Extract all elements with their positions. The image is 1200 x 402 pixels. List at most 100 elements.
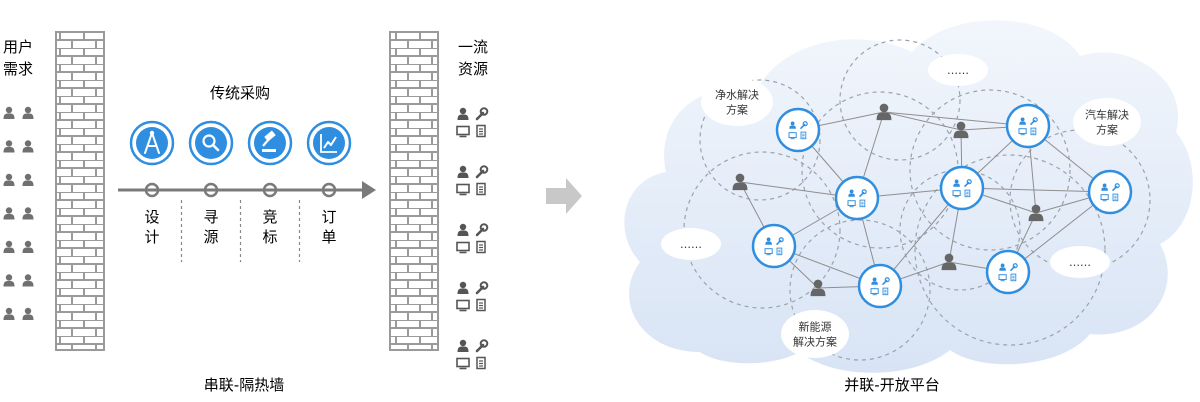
network-person-icon: [810, 279, 826, 297]
step-icon-fill: [136, 127, 168, 159]
resource-group: [456, 165, 489, 196]
wrench-icon: [1030, 117, 1038, 125]
resources-label-line2: 资源: [458, 60, 488, 78]
document-icon: [476, 356, 486, 370]
step-label: 单: [321, 228, 336, 246]
bubble-label: 新能源: [799, 320, 832, 334]
person-icon: [457, 165, 469, 178]
document-icon: [776, 247, 783, 256]
step-icon-fill: [195, 127, 227, 159]
network-person-nodes: [732, 103, 1044, 297]
document-icon: [882, 287, 889, 296]
parallel-caption: 并联-开放平台: [844, 376, 939, 394]
wrench-icon: [800, 121, 808, 129]
bubble-dots-left: ……: [661, 228, 721, 260]
users-label-line2: 需求: [3, 60, 33, 78]
community-circle: [683, 151, 841, 309]
process-title: 传统采购: [210, 84, 270, 102]
bubble-label: ……: [947, 64, 969, 77]
monitor-icon: [456, 299, 470, 312]
user-demand-icons: [3, 106, 34, 320]
user-icon: [22, 307, 34, 320]
step-label: 标: [262, 228, 277, 246]
users-label-line1: 用户: [3, 38, 33, 56]
step-1: 设计: [129, 120, 175, 246]
wrench-icon: [475, 281, 489, 295]
resource-node-icons: [788, 121, 808, 140]
step-label: 计: [144, 228, 159, 246]
community-circle: [909, 89, 1071, 251]
wrench-icon: [776, 237, 784, 245]
document-icon: [476, 240, 486, 254]
bubble-dots-top: ……: [928, 54, 988, 86]
user-icon: [3, 106, 15, 119]
person-icon: [953, 179, 960, 187]
monitor-icon: [764, 248, 773, 256]
network-resource-node: [775, 107, 821, 153]
user-icon: [22, 274, 34, 287]
user-icon: [3, 140, 15, 153]
network-link: [883, 111, 1029, 127]
document-icon: [476, 182, 486, 196]
firewall-wall-right: [389, 31, 439, 351]
step-icon-fill: [254, 127, 286, 159]
resource-icons: [456, 107, 489, 370]
step-label: 订: [321, 208, 336, 226]
monitor-icon: [847, 200, 856, 208]
document-icon: [800, 131, 807, 140]
resources-label-line1: 一流: [458, 38, 488, 56]
user-icon: [3, 173, 15, 186]
monitor-icon: [870, 288, 879, 296]
serial-caption: 串联-隔热墙: [204, 376, 284, 394]
bubble-label: ……: [680, 238, 702, 251]
network-person-icon: [941, 253, 957, 271]
network-resource-node: [1087, 169, 1133, 215]
step-2: 寻源: [188, 120, 234, 246]
network-resource-nodes: [751, 103, 1133, 309]
monitor-icon: [1100, 194, 1109, 202]
resource-group: [456, 339, 489, 370]
network-resource-node: [1005, 103, 1051, 149]
resource-node-icons: [764, 237, 784, 256]
bubble-label: 解决方案: [793, 335, 837, 349]
step-4: 订单: [306, 120, 352, 246]
resource-group: [456, 281, 489, 312]
wrench-icon: [882, 277, 890, 285]
monitor-icon: [456, 183, 470, 196]
wrench-icon: [964, 179, 972, 187]
bubble-label: 汽车解决: [1085, 108, 1129, 122]
step-3: 竞标: [247, 120, 293, 246]
person-icon: [765, 237, 772, 245]
community-circle: [699, 79, 821, 201]
bubble-label: 方案: [726, 103, 748, 117]
monitor-icon: [788, 132, 797, 140]
document-icon: [1010, 273, 1017, 282]
search-icon: [202, 134, 220, 152]
wrench-icon: [1112, 183, 1120, 191]
user-icon: [22, 207, 34, 220]
resource-node-icons: [1018, 117, 1038, 136]
bubble-label: ……: [1069, 256, 1091, 269]
user-icon: [3, 274, 15, 287]
bubble-dots-right: ……: [1050, 246, 1110, 278]
wrench-icon: [475, 107, 489, 121]
resource-node-icons: [847, 189, 867, 208]
timeline-arrowhead: [362, 181, 376, 199]
network-person-icon: [876, 103, 892, 121]
person-icon: [871, 277, 878, 285]
network-resource-node: [857, 263, 903, 309]
wrench-icon: [1010, 263, 1018, 271]
resource-node-icons: [998, 263, 1018, 282]
wrench-icon: [859, 189, 867, 197]
document-icon: [1112, 193, 1119, 202]
gavel-icon: [262, 130, 276, 152]
person-icon: [457, 223, 469, 236]
community-circle: [914, 154, 1106, 346]
monitor-icon: [998, 274, 1007, 282]
monitor-icon: [952, 190, 961, 198]
user-icon: [22, 240, 34, 253]
line-chart-icon: [320, 134, 337, 153]
